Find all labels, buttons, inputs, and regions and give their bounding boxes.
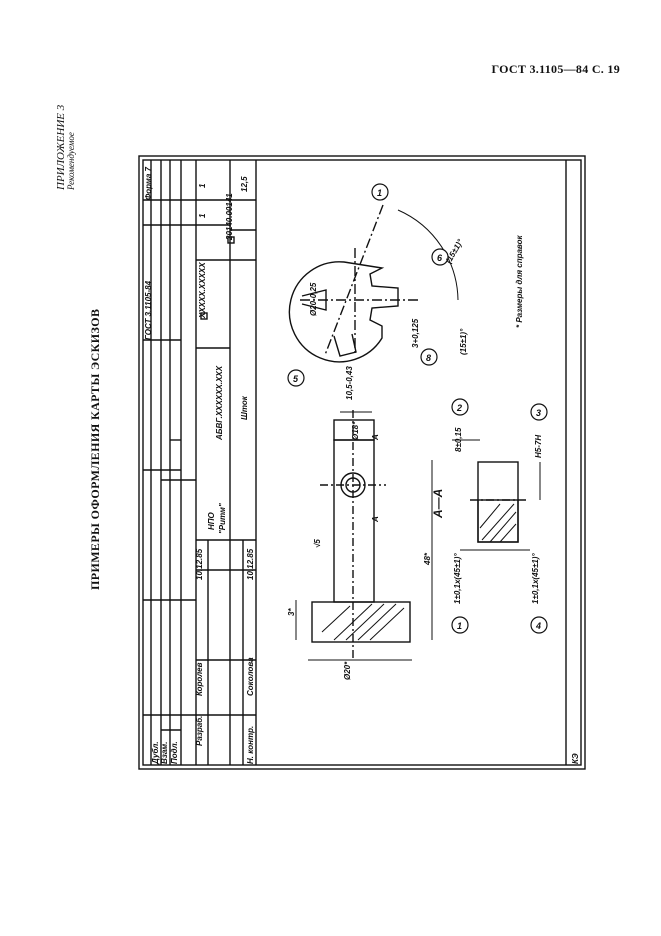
num-125: 12,5 bbox=[240, 176, 249, 192]
doc-code: АБВГ.XXXXXX.XXX bbox=[215, 365, 224, 441]
doc-number: XXXXX.XXXXX bbox=[198, 262, 207, 319]
callout-6: 6 bbox=[437, 253, 443, 263]
dim-48: 48* bbox=[423, 552, 432, 566]
sheet: 1 bbox=[198, 183, 207, 188]
cut-a-top: А bbox=[371, 434, 380, 441]
form-standard: ГОСТ 3.1105-84 bbox=[144, 280, 153, 340]
org-quote: "Ритм" bbox=[218, 503, 227, 534]
dim-3p: 3+0,125 bbox=[411, 318, 420, 348]
name-developer: Королев bbox=[195, 662, 204, 696]
callout-3: 3 bbox=[536, 408, 541, 418]
date-1: 10.12.85 bbox=[195, 548, 204, 580]
callout-2: 2 bbox=[456, 403, 462, 413]
date-2: 10.12.85 bbox=[246, 548, 255, 580]
role-developed: Разраб. bbox=[195, 716, 204, 746]
role-vzam: Взам. bbox=[160, 742, 169, 764]
dim-d20: Ø20* bbox=[343, 661, 352, 680]
part-code: 20140.00141 bbox=[225, 193, 234, 241]
dim-d20t: Ø20-0,25 bbox=[309, 282, 318, 316]
dim-815: 8±0,15 bbox=[454, 427, 463, 452]
callout-4: 4 bbox=[535, 621, 541, 631]
tol-1: 1±0,1х(45±1)° bbox=[453, 553, 462, 604]
dim-h8: H5-7H bbox=[534, 435, 543, 458]
dim-d18: Ø18* bbox=[351, 421, 360, 440]
callout-1: 1 bbox=[377, 188, 382, 198]
sheets: 1 bbox=[198, 213, 207, 218]
role-dubl: Дубл. bbox=[151, 741, 160, 765]
sheet-code: КЭ bbox=[571, 753, 580, 764]
callout-8: 8 bbox=[426, 353, 431, 363]
name-norm: Соколова bbox=[246, 657, 255, 696]
section-label: А—А bbox=[431, 489, 445, 519]
tol-4: 1±0,1х(45±1)° bbox=[531, 553, 540, 604]
page-header: ГОСТ 3.1105—84 С. 19 bbox=[491, 62, 620, 76]
dim-15: (15±1)° bbox=[459, 328, 468, 355]
dim-r5: 3* bbox=[287, 608, 296, 616]
role-podl: Подл. bbox=[170, 741, 179, 764]
cut-a-bottom: А bbox=[371, 516, 380, 523]
form-number: Форма 7 bbox=[144, 166, 153, 200]
footnote: * Размеры для справок bbox=[515, 235, 524, 328]
callout-5: 5 bbox=[293, 374, 299, 384]
dim-105: 10,5-0,43 bbox=[345, 366, 354, 400]
role-norm: Н. контр. bbox=[246, 726, 255, 764]
shaft-body bbox=[333, 439, 375, 603]
roughness: √5 bbox=[313, 539, 322, 548]
callout-1b: 1 bbox=[457, 621, 462, 631]
dim-15b: (15±1)° bbox=[444, 237, 465, 265]
org-name: НПО bbox=[207, 511, 216, 530]
rotor-outline bbox=[288, 261, 399, 363]
part-name: Шток bbox=[240, 395, 249, 420]
inner-frame bbox=[142, 159, 582, 766]
outer-frame bbox=[138, 155, 586, 770]
